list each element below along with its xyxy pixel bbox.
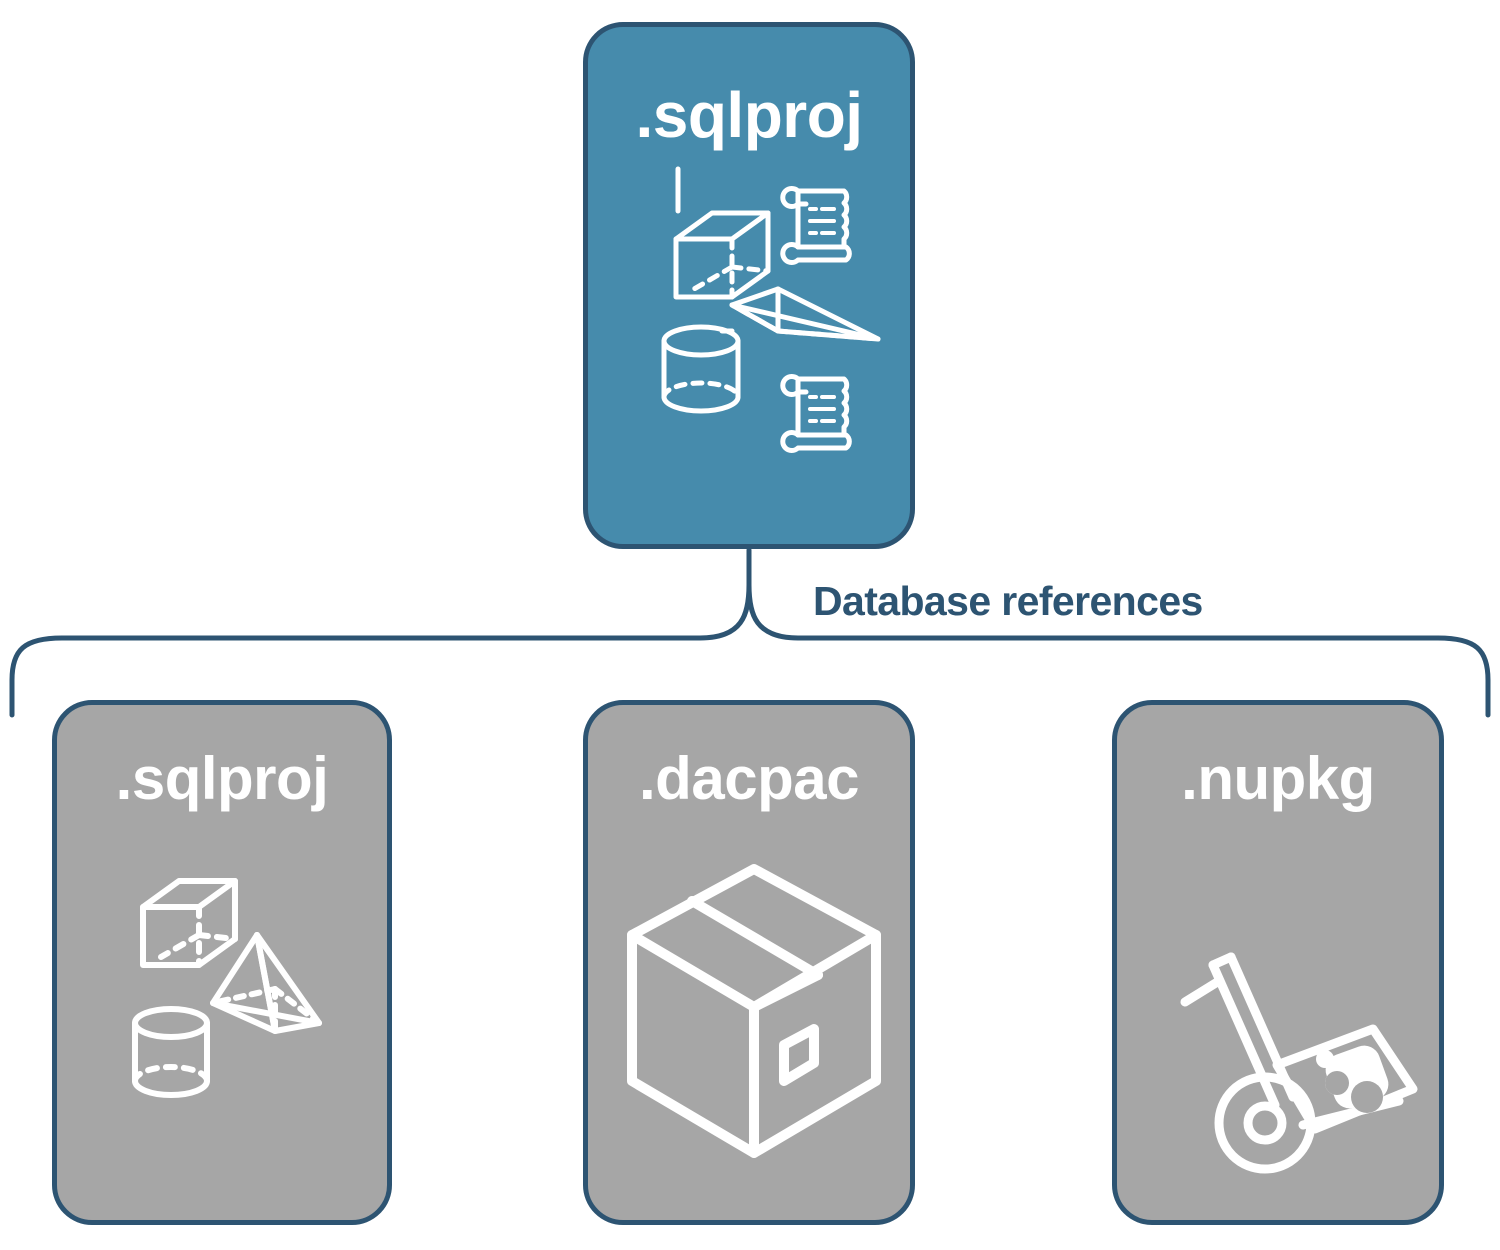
card-title: .nupkg	[1181, 745, 1375, 812]
card-title: .dacpac	[639, 745, 859, 812]
wireframe-pyramid-icon	[210, 932, 322, 1034]
bracket-label: Database references	[813, 578, 1203, 624]
sqlproj-ref-icon-group	[57, 835, 387, 1195]
root-icon-group	[588, 166, 910, 453]
package-box-icon	[627, 864, 881, 1158]
wireframe-pyramid-icon	[675, 166, 881, 342]
wireframe-cylinder-icon	[661, 324, 741, 414]
dacpac-icon-group	[588, 835, 910, 1195]
card-sqlproj-root[interactable]: .sqlproj	[583, 22, 915, 549]
wireframe-cylinder-icon	[132, 1006, 210, 1098]
card-nupkg-reference[interactable]: .nupkg	[1112, 700, 1444, 1225]
wireframe-cube-icon	[673, 210, 771, 300]
card-dacpac-reference[interactable]: .dacpac	[583, 700, 915, 1225]
card-title: .sqlproj	[115, 745, 329, 812]
wireframe-cube-icon	[140, 878, 238, 968]
card-title: .sqlproj	[635, 79, 863, 151]
hand-truck-package-icon	[1180, 952, 1418, 1174]
scroll-script-icon	[780, 374, 852, 453]
scroll-script-icon	[780, 186, 852, 265]
nupkg-icon-group	[1117, 835, 1439, 1195]
card-sqlproj-reference[interactable]: .sqlproj	[52, 700, 392, 1225]
